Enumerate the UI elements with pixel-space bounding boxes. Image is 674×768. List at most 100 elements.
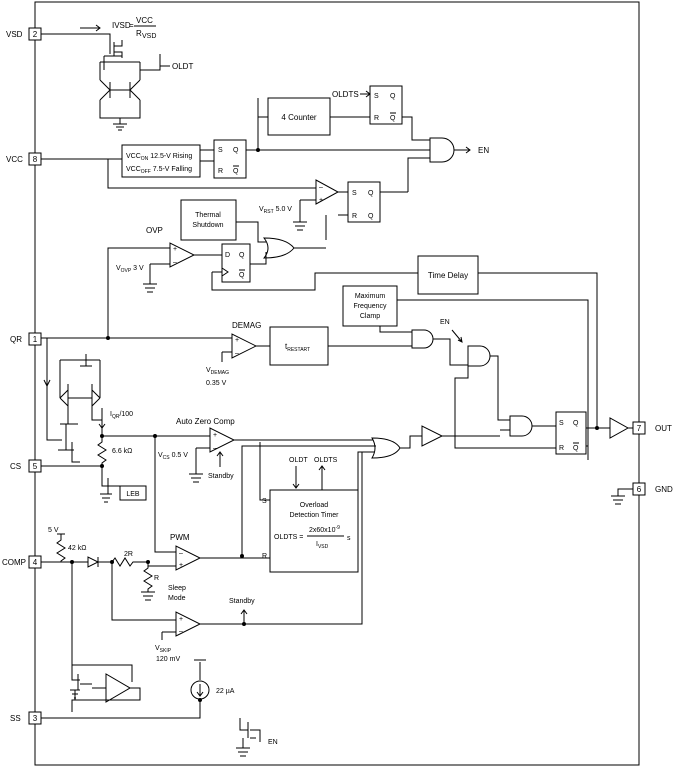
svg-text:SS: SS bbox=[10, 714, 21, 723]
svg-text:R: R bbox=[262, 553, 267, 560]
pin-comp: 4 COMP bbox=[2, 555, 42, 569]
pin-ss: 3 SS bbox=[10, 711, 42, 725]
svg-text:EN: EN bbox=[268, 739, 278, 746]
svg-text:+: + bbox=[213, 432, 217, 439]
svg-text:VDEMAG: VDEMAG bbox=[206, 367, 229, 376]
svg-text:VCC: VCC bbox=[6, 155, 23, 164]
svg-text:VCCOFF 7.5-V Falling: VCCOFF 7.5-V Falling bbox=[126, 166, 192, 175]
svg-text:Auto Zero Comp: Auto Zero Comp bbox=[176, 417, 235, 426]
svg-text:Sleep: Sleep bbox=[168, 585, 186, 592]
svg-text:S: S bbox=[352, 190, 357, 197]
svg-text:7: 7 bbox=[637, 424, 642, 433]
sleep-comparator: + – Standby VSKIP 120 mV bbox=[155, 452, 363, 663]
svg-text:Q: Q bbox=[573, 420, 579, 427]
svg-text:3: 3 bbox=[33, 714, 38, 723]
svg-text:R: R bbox=[218, 168, 223, 175]
svg-text:Detection Timer: Detection Timer bbox=[289, 512, 339, 519]
max-frequency-clamp: Maximum Frequency Clamp bbox=[342, 285, 589, 460]
vrst-comparator: – + VRST 5.0 V S R Q Q bbox=[259, 179, 408, 240]
svg-text:–: – bbox=[235, 350, 239, 357]
pin-cs: 5 CS bbox=[10, 459, 42, 473]
svg-text:IVSD: IVSD bbox=[112, 21, 131, 30]
svg-text:6: 6 bbox=[637, 485, 642, 494]
svg-text:+: + bbox=[179, 562, 183, 569]
svg-text:=: = bbox=[129, 21, 134, 30]
chip-outline bbox=[34, 1, 640, 766]
svg-text:22 µA: 22 µA bbox=[216, 688, 235, 695]
svg-text:R: R bbox=[374, 115, 379, 122]
svg-text:S: S bbox=[218, 147, 223, 154]
svg-text:Mode: Mode bbox=[168, 595, 186, 602]
ovp-comparator: OVP + – VOVP 3 V D Q Q bbox=[107, 226, 418, 338]
svg-text:+: + bbox=[235, 337, 239, 344]
svg-text:Clamp: Clamp bbox=[360, 313, 380, 320]
svg-text:–: – bbox=[319, 184, 323, 191]
svg-text:OLDTS: OLDTS bbox=[314, 457, 338, 464]
svg-text:Standby: Standby bbox=[229, 598, 255, 605]
svg-text:42 kΩ: 42 kΩ bbox=[68, 545, 86, 552]
svg-text:8: 8 bbox=[33, 155, 38, 164]
svg-text:Q: Q bbox=[368, 190, 374, 197]
pin-gnd: 6 GND bbox=[632, 482, 673, 496]
svg-text:Q: Q bbox=[390, 115, 396, 122]
svg-text:R: R bbox=[136, 29, 142, 38]
svg-text:120 mV: 120 mV bbox=[156, 656, 180, 663]
thermal-shutdown: Thermal Shutdown bbox=[180, 199, 326, 265]
svg-text:Q: Q bbox=[573, 445, 579, 452]
svg-text:R: R bbox=[559, 445, 564, 452]
svg-text:VSD: VSD bbox=[6, 30, 23, 39]
en-and-gate: EN bbox=[407, 137, 489, 192]
svg-text:Overload: Overload bbox=[300, 502, 329, 509]
svg-text:OLDTS: OLDTS bbox=[332, 90, 359, 99]
svg-text:+: + bbox=[173, 246, 177, 253]
svg-text:R: R bbox=[154, 575, 159, 582]
svg-text:VCC: VCC bbox=[136, 16, 153, 25]
svg-text:IQR/100: IQR/100 bbox=[110, 411, 133, 420]
vsd-current-mirror: IVSD = VCC R VSD OLDT bbox=[41, 16, 193, 131]
svg-text:OLDT: OLDT bbox=[172, 62, 193, 71]
svg-text:Q: Q bbox=[239, 252, 245, 259]
svg-text:Maximum: Maximum bbox=[355, 293, 386, 300]
svg-text:4: 4 bbox=[33, 558, 38, 567]
overload-timer: OLDT OLDTS Overload Detection Timer OLDT… bbox=[262, 457, 359, 573]
svg-text:OUT: OUT bbox=[655, 424, 672, 433]
svg-text:VSKIP: VSKIP bbox=[155, 645, 172, 654]
svg-text:+: + bbox=[319, 197, 323, 204]
svg-text:–: – bbox=[213, 445, 217, 452]
ss-clamp: 22 µA EN bbox=[41, 562, 278, 757]
svg-text:Frequency: Frequency bbox=[353, 303, 387, 310]
auto-zero-comparator: Auto Zero Comp + – VCS 0.5 V Standby bbox=[155, 417, 376, 483]
svg-text:+: + bbox=[179, 616, 183, 623]
svg-text:OLDT: OLDT bbox=[289, 457, 308, 464]
svg-text:VOVP 3 V: VOVP 3 V bbox=[116, 265, 144, 274]
svg-text:tRESTART: tRESTART bbox=[285, 342, 310, 353]
svg-text:IVSD: IVSD bbox=[316, 541, 329, 550]
svg-text:–: – bbox=[173, 259, 177, 266]
svg-text:S: S bbox=[559, 420, 564, 427]
svg-text:–: – bbox=[179, 550, 183, 557]
svg-text:Q: Q bbox=[239, 272, 245, 279]
output-logic: EN S R Q Q bbox=[411, 319, 633, 455]
svg-text:PWM: PWM bbox=[170, 533, 190, 542]
svg-text:VCCON 12.5-V Rising: VCCON 12.5-V Rising bbox=[126, 153, 192, 162]
svg-text:EN: EN bbox=[478, 146, 489, 155]
svg-text:VRST 5.0 V: VRST 5.0 V bbox=[259, 206, 292, 215]
or-gate-output bbox=[241, 425, 500, 556]
pin-vcc: 8 VCC bbox=[6, 152, 42, 166]
time-delay: Time Delay bbox=[417, 255, 598, 428]
svg-text:s: s bbox=[347, 535, 351, 542]
svg-text:–: – bbox=[179, 628, 183, 635]
svg-text:5 V: 5 V bbox=[48, 527, 59, 534]
uvlo-box: VCCON 12.5-V Rising VCCOFF 7.5-V Falling… bbox=[41, 139, 430, 189]
svg-text:Q: Q bbox=[390, 93, 396, 100]
svg-text:VSD: VSD bbox=[142, 33, 156, 40]
svg-text:2R: 2R bbox=[124, 551, 133, 558]
svg-text:5: 5 bbox=[33, 462, 38, 471]
demag-comparator: DEMAG + – VDEMAG 0.35 V tRESTART bbox=[41, 321, 412, 387]
svg-text:S: S bbox=[262, 498, 267, 505]
pin-qr: 1 QR bbox=[10, 332, 42, 346]
svg-text:OVP: OVP bbox=[146, 226, 163, 235]
svg-text:Time Delay: Time Delay bbox=[428, 271, 468, 280]
pin-vsd: 2 VSD bbox=[6, 27, 42, 41]
